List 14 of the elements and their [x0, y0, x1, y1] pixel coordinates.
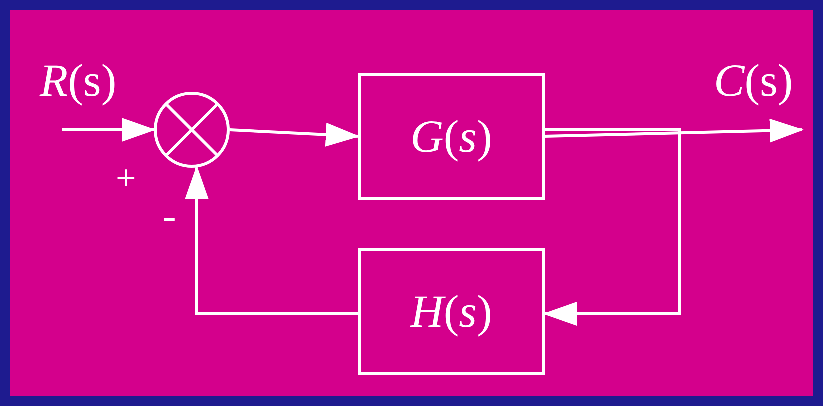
- summing-junction: [154, 92, 230, 168]
- arrow: [543, 128, 682, 326]
- arrow: [185, 166, 358, 316]
- signal-label: +: [116, 160, 136, 196]
- signal-label: R(s): [40, 58, 117, 104]
- signal-label: -: [163, 196, 176, 236]
- signal-label: C(s): [714, 58, 794, 104]
- transfer-function-block: [358, 248, 545, 375]
- arrow: [544, 118, 804, 143]
- arrow: [230, 122, 360, 147]
- block-label: G(s): [410, 110, 492, 163]
- block-label: H(s): [410, 285, 492, 338]
- transfer-function-block: [358, 73, 545, 200]
- arrow: [62, 118, 156, 142]
